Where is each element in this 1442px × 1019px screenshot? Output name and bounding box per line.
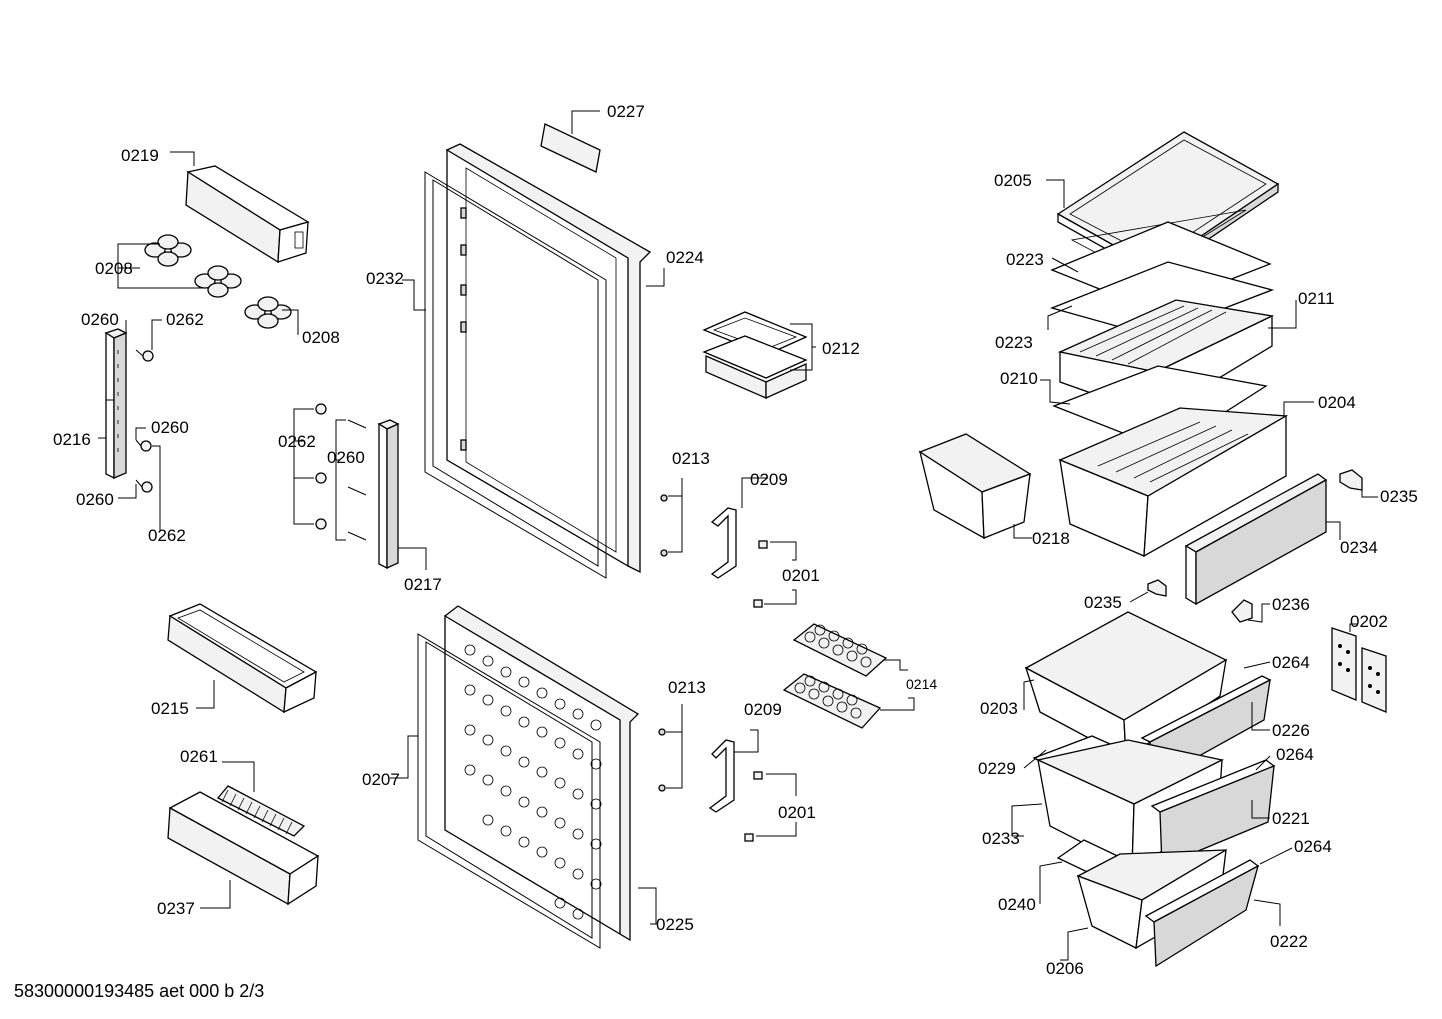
label-0208-a: 0208: [95, 259, 133, 278]
label-0207: 0207: [362, 770, 400, 789]
part-0232-gasket-drawing: [424, 171, 607, 579]
label-0237: 0237: [157, 899, 195, 918]
label-0262-c: 0262: [278, 432, 316, 451]
label-0222: 0222: [1270, 932, 1308, 951]
label-0262-b: 0262: [148, 526, 186, 545]
label-0225: 0225: [656, 915, 694, 934]
label-0209-b: 0209: [744, 700, 782, 719]
label-0260-d: 0260: [327, 448, 365, 467]
part-0202-drawing: [1331, 627, 1387, 713]
label-0223-a: 0223: [1006, 250, 1044, 269]
label-0204: 0204: [1318, 393, 1356, 412]
part-hardware-lower: [658, 728, 763, 842]
label-0221: 0221: [1272, 809, 1310, 828]
part-0215-drawing: [167, 603, 318, 714]
part-0234-drawing: [1184, 473, 1328, 606]
label-0213-a: 0213: [672, 449, 710, 468]
label-0229: 0229: [978, 759, 1016, 778]
leader-lines: [98, 110, 1378, 961]
label-0219: 0219: [121, 146, 159, 165]
label-0209-a: 0209: [750, 470, 788, 489]
label-0262-a: 0262: [166, 310, 204, 329]
label-0260-b: 0260: [151, 418, 189, 437]
part-hardware-upper: [660, 494, 768, 608]
label-0214: 0214: [906, 676, 937, 692]
part-labels: 0227 0219 0208 0208 0260 0262 0216 0260 …: [53, 102, 1418, 978]
part-0237-drawing: [167, 791, 320, 906]
label-0223-b: 0223: [995, 333, 1033, 352]
label-0218: 0218: [1032, 529, 1070, 548]
part-0223-drawing: [1049, 221, 1275, 337]
part-0214-drawing: [782, 623, 888, 729]
label-0264-a: 0264: [1272, 653, 1310, 672]
part-0204-drawing: [1058, 407, 1289, 558]
document-reference: 58300000193485 aet 000 b 2/3: [14, 981, 265, 1001]
label-0208-b: 0208: [302, 328, 340, 347]
part-0225-door-drawing: [444, 605, 640, 942]
part-fasteners-left: [135, 349, 154, 493]
label-0261: 0261: [180, 747, 218, 766]
label-0211: 0211: [1298, 289, 1335, 308]
label-0260-c: 0260: [76, 490, 114, 509]
part-fasteners-mid: [315, 403, 367, 541]
part-0218-drawing: [918, 433, 1032, 540]
part-0207-gasket-drawing: [417, 633, 601, 949]
label-0224: 0224: [666, 248, 704, 267]
label-0233: 0233: [982, 829, 1020, 848]
label-0236: 0236: [1272, 595, 1310, 614]
label-0240: 0240: [998, 895, 1036, 914]
label-0235-b: 0235: [1084, 593, 1122, 612]
part-0217-drawing: [377, 419, 400, 570]
label-0201-a: 0201: [782, 566, 820, 585]
label-0201-b: 0201: [778, 803, 816, 822]
label-0217: 0217: [404, 575, 442, 594]
label-0235-a: 0235: [1380, 487, 1418, 506]
part-0224-door-drawing: [446, 143, 652, 574]
label-0212: 0212: [822, 339, 860, 358]
label-0206: 0206: [1046, 959, 1084, 978]
part-0219-drawing: [185, 165, 310, 264]
label-0260-a: 0260: [81, 310, 119, 329]
label-0232: 0232: [366, 269, 404, 288]
label-0203: 0203: [980, 699, 1018, 718]
part-0221-drawing: [1150, 759, 1276, 867]
label-0213-b: 0213: [668, 678, 706, 697]
part-0236-drawing: [1231, 599, 1253, 623]
label-0264-c: 0264: [1294, 837, 1332, 856]
label-0264-b: 0264: [1276, 745, 1314, 764]
part-0222-drawing: [1144, 859, 1260, 968]
label-0205: 0205: [994, 171, 1032, 190]
label-0202: 0202: [1350, 612, 1388, 631]
part-0216-drawing: [104, 328, 128, 480]
part-0227-drawing: [540, 123, 601, 173]
label-0216: 0216: [53, 430, 91, 449]
label-0215: 0215: [151, 699, 189, 718]
part-0261-drawing: [216, 785, 306, 837]
label-0210: 0210: [1000, 369, 1038, 388]
label-0227: 0227: [607, 102, 645, 121]
label-0226: 0226: [1272, 721, 1310, 740]
label-0234: 0234: [1340, 538, 1378, 557]
part-0212-drawing: [702, 311, 808, 400]
